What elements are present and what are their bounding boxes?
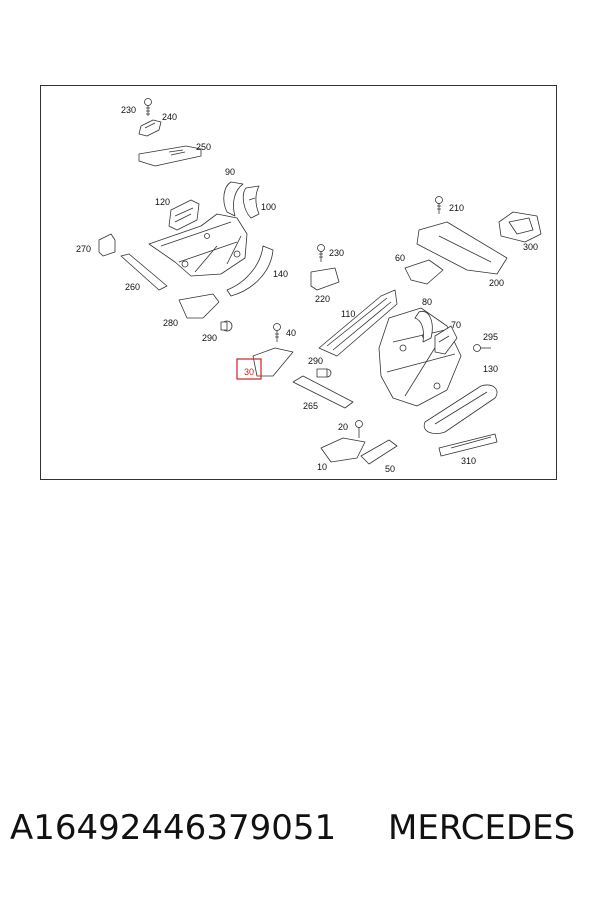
cover-plate-250 <box>138 145 202 167</box>
label-310: 310 <box>461 456 476 466</box>
cover-80 <box>414 310 433 343</box>
cover-130 <box>423 384 498 434</box>
label-140: 140 <box>273 269 288 279</box>
label-210: 210 <box>449 203 464 213</box>
strip-265 <box>292 375 354 409</box>
label-300: 300 <box>523 242 538 252</box>
label-270: 270 <box>76 244 91 254</box>
part-labels: 230 240 250 90 120 100 270 260 140 280 2… <box>76 105 538 474</box>
trim-280 <box>178 293 220 319</box>
strip-260 <box>120 253 168 291</box>
label-10: 10 <box>317 462 327 472</box>
strip-310 <box>438 433 498 457</box>
label-90: 90 <box>225 167 235 177</box>
label-290-left: 290 <box>202 333 217 343</box>
label-110: 110 <box>341 309 355 319</box>
label-230-top: 230 <box>121 105 136 115</box>
clip-220 <box>310 267 340 291</box>
exploded-view: 230 240 250 90 120 100 270 260 140 280 2… <box>76 98 542 474</box>
label-230-mid: 230 <box>329 248 344 258</box>
bracket-100 <box>242 185 260 219</box>
label-290-right: 290 <box>308 356 323 366</box>
label-20: 20 <box>338 422 348 432</box>
screw-230-top <box>144 98 152 116</box>
rail-120 <box>168 199 200 231</box>
label-30: 30 <box>244 367 254 377</box>
label-280: 280 <box>163 318 178 328</box>
right-frame <box>378 307 462 407</box>
footer: A16492446379051 MERCEDES <box>10 808 595 858</box>
screw-40 <box>273 323 281 342</box>
bracket-10 <box>320 437 366 463</box>
label-260: 260 <box>125 282 140 292</box>
cover-30 <box>252 347 294 377</box>
label-80: 80 <box>422 297 432 307</box>
left-frame <box>148 213 248 277</box>
bracket-270 <box>98 233 116 257</box>
label-295: 295 <box>483 332 498 342</box>
label-200: 200 <box>489 278 504 288</box>
label-240: 240 <box>162 112 177 122</box>
label-265: 265 <box>303 401 318 411</box>
knob-290-left <box>220 320 233 332</box>
label-40: 40 <box>286 328 296 338</box>
screw-295 <box>473 344 491 352</box>
cover-140 <box>226 245 274 297</box>
highlight-box-30 <box>236 358 262 380</box>
label-130: 130 <box>483 364 498 374</box>
label-100: 100 <box>261 202 276 212</box>
label-250: 250 <box>196 142 211 152</box>
cover-60 <box>404 259 444 285</box>
cover-70 <box>434 325 458 355</box>
label-220: 220 <box>315 294 330 304</box>
panel-200 <box>416 221 508 275</box>
clip-240 <box>138 119 162 137</box>
screw-230-mid <box>317 244 325 262</box>
cover-300 <box>498 211 542 243</box>
strip-50 <box>360 439 398 465</box>
brand-name: MERCEDES <box>388 808 576 848</box>
screw-20 <box>355 420 363 438</box>
bracket-90 <box>223 181 244 217</box>
label-70: 70 <box>451 320 461 330</box>
screw-210 <box>435 196 443 214</box>
rail-110 <box>318 289 398 357</box>
parts-diagram: 230 240 250 90 120 100 270 260 140 280 2… <box>40 85 557 480</box>
knob-290-right <box>316 368 332 378</box>
part-number: A16492446379051 <box>10 808 337 848</box>
label-120: 120 <box>155 197 170 207</box>
label-50: 50 <box>385 464 395 474</box>
label-60: 60 <box>395 253 405 263</box>
